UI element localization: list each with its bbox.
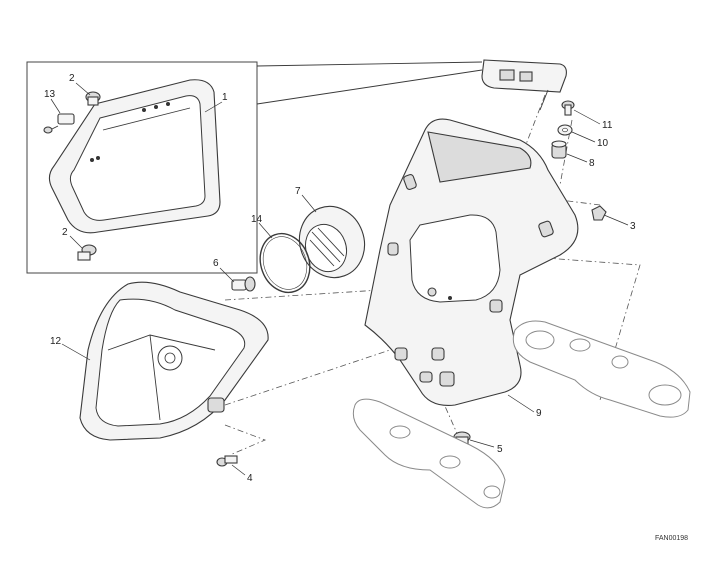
upper-steering-yoke: [512, 320, 691, 418]
leader-lines: [50, 82, 629, 476]
headlight-assembly: [79, 281, 269, 441]
nut-part-3: [591, 205, 607, 221]
drawing-code: FAN00198: [655, 535, 688, 542]
screw-part-6: [231, 276, 256, 292]
bolt-part-11: [561, 100, 575, 116]
callout-11: 11: [602, 120, 613, 131]
rubber-grommet-upper: [85, 91, 101, 106]
bushing-part-8: [551, 140, 567, 159]
callout-14: 14: [251, 214, 263, 225]
callout-8: 8: [589, 158, 595, 169]
lower-steering-yoke: [352, 398, 506, 509]
callout-9: 9: [536, 408, 542, 419]
headlight-bulb-housing: [298, 205, 366, 279]
callout-1: 1: [222, 92, 228, 103]
rubber-grommet-lower: [77, 244, 97, 261]
callout-12: 12: [50, 336, 62, 347]
callout-2-upper: 2: [69, 73, 75, 84]
callout-7: 7: [295, 186, 301, 197]
callout-10: 10: [597, 138, 609, 149]
callout-5: 5: [497, 444, 503, 455]
screw-part-13: [43, 113, 75, 134]
callout-4: 4: [247, 473, 253, 484]
callout-2-lower: 2: [62, 227, 68, 238]
o-ring-part-14: [259, 232, 311, 294]
instrument-top-unit: [481, 59, 567, 111]
headlight-support-bracket: [364, 118, 579, 406]
washer-part-10: [557, 124, 573, 136]
callout-6: 6: [213, 258, 219, 269]
callout-labels: 1 2 13 2 3 4 5 6 7 8 9 10 11 12 14: [44, 73, 636, 484]
callout-13: 13: [44, 89, 56, 100]
callout-3: 3: [630, 221, 636, 232]
instrument-panel-frame: [48, 79, 221, 234]
screw-part-4: [216, 455, 238, 467]
